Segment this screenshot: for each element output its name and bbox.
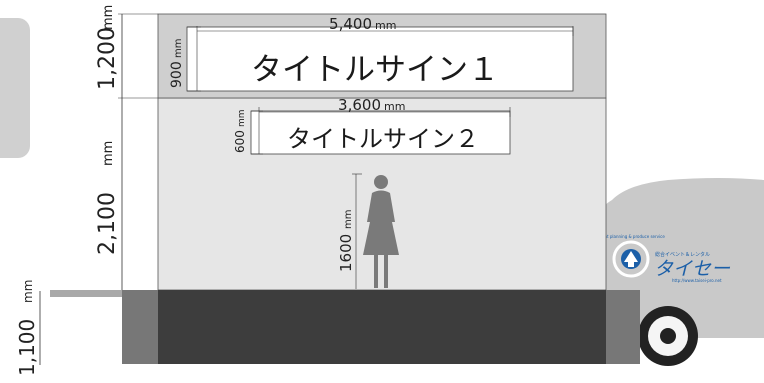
stage-side-left: [122, 290, 158, 364]
stage-ledge: [50, 290, 160, 297]
emblem-ring: [612, 240, 650, 278]
sign-1-width-unit: mm: [375, 19, 396, 32]
person-height-dim: 1600 mm: [337, 173, 362, 289]
truck-brand-name: タイセー: [654, 258, 731, 280]
emblem-arrow-icon: [624, 251, 638, 267]
sign-2-height-label: 600: [233, 130, 247, 153]
sign-1-panel: [186, 26, 574, 92]
sign-2-width-dim: 3,600 mm: [258, 96, 511, 154]
truck-url: http://www.taisei-pro.net: [672, 278, 722, 283]
sign-1-height-dim: 900 mm: [169, 26, 201, 92]
person-height-unit: mm: [343, 210, 354, 229]
sign-2-text: タイトルサイン２: [287, 125, 479, 153]
person-height-label: 1600: [337, 234, 355, 272]
upper-height-label: 1,200: [95, 27, 120, 90]
stage-side-right: [606, 290, 640, 364]
sign-1-height-unit: mm: [173, 39, 184, 58]
sign-1-text: タイトルサイン１: [251, 52, 499, 88]
stage-height-unit: mm: [21, 280, 35, 303]
sign-2-width-unit: mm: [384, 100, 405, 113]
emblem-text: event planning & produce service: [597, 234, 665, 239]
sign-2-height-unit: mm: [237, 109, 247, 127]
truck-wheel-cap: [660, 328, 676, 344]
truck-logo: event planning & produce service 総合イベント＆…: [597, 234, 731, 283]
upper-height-unit: mm: [101, 5, 116, 30]
wall-height-label: 2,100: [95, 192, 120, 255]
person-silhouette: [363, 175, 399, 288]
stage-height-label: 1,100: [15, 319, 39, 376]
wall-height-unit: mm: [101, 141, 116, 166]
stage-platform: [158, 290, 606, 364]
sign-1-height-label: 900: [169, 61, 185, 88]
sign-2-height-dim: 600 mm: [233, 109, 263, 155]
truck-body: [600, 178, 764, 338]
truck-brand-small: 総合イベント＆レンタル: [655, 251, 710, 258]
sign-2-width-label: 3,600: [338, 96, 381, 114]
sign-2-panel: [250, 110, 511, 155]
sign-1-width-dim: 5,400 mm: [196, 15, 574, 91]
side-tab: [0, 18, 30, 158]
sign-1-width-label: 5,400: [329, 15, 372, 33]
